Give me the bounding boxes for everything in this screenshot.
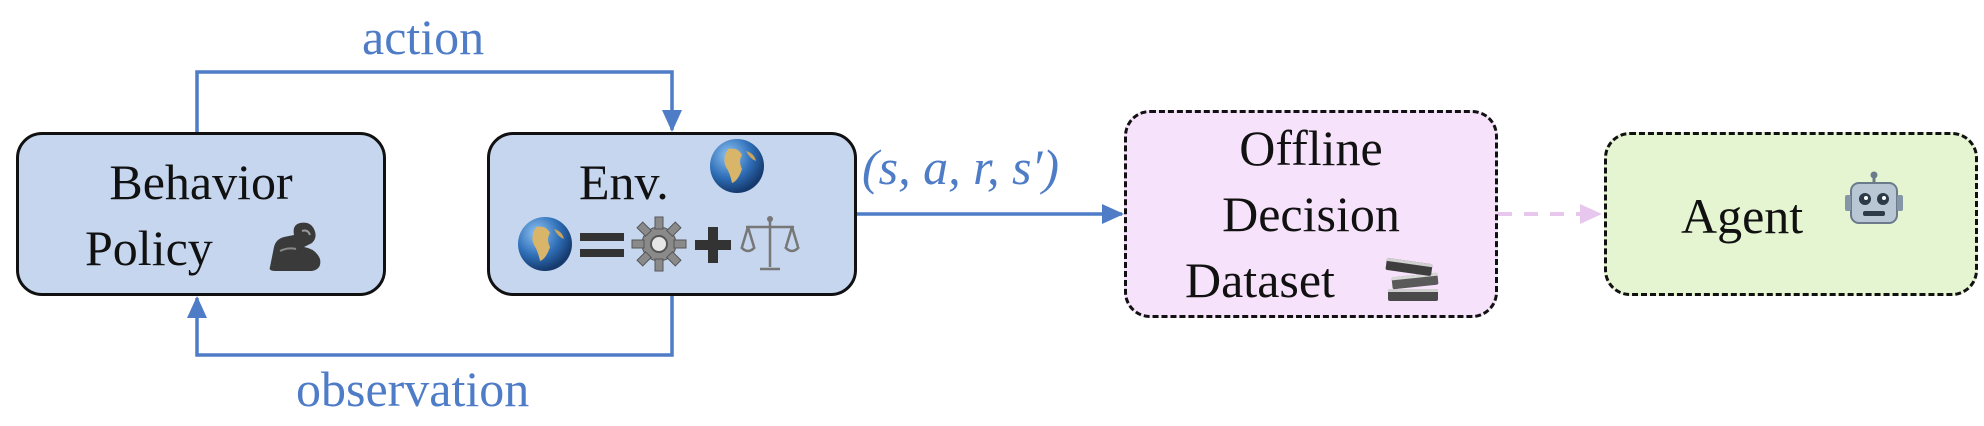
books-icon bbox=[1385, 257, 1439, 301]
offline-dataset-box: Offline Decision Dataset bbox=[1124, 110, 1498, 318]
offline-dataset-line1: Offline bbox=[1239, 120, 1383, 176]
action-arrow bbox=[195, 70, 682, 132]
behavior-policy-line1: Behavior bbox=[109, 154, 293, 210]
behavior-policy-line2: Policy bbox=[85, 220, 213, 276]
robot-icon bbox=[1845, 171, 1903, 224]
flexed-arm-icon bbox=[269, 222, 321, 271]
plus-sign-icon bbox=[695, 227, 731, 263]
globe-icon bbox=[710, 139, 764, 193]
offline-dataset-line3: Dataset bbox=[1185, 252, 1335, 308]
globe-icon bbox=[518, 217, 572, 271]
transition-tuple-label: (s, a, r, s′) bbox=[862, 139, 1060, 195]
action-label: action bbox=[362, 9, 485, 65]
equals-sign-icon bbox=[580, 233, 624, 257]
offline-dataset-line2: Decision bbox=[1222, 186, 1400, 242]
agent-label: Agent bbox=[1681, 188, 1804, 244]
agent-box: Agent bbox=[1604, 132, 1978, 296]
environment-box: Env. bbox=[487, 132, 857, 296]
behavior-policy-box: Behavior Policy bbox=[16, 132, 386, 296]
environment-title: Env. bbox=[579, 154, 669, 210]
observation-label: observation bbox=[296, 361, 530, 417]
gear-icon bbox=[631, 216, 687, 272]
balance-scale-icon bbox=[740, 216, 800, 271]
observation-arrow bbox=[187, 296, 674, 357]
